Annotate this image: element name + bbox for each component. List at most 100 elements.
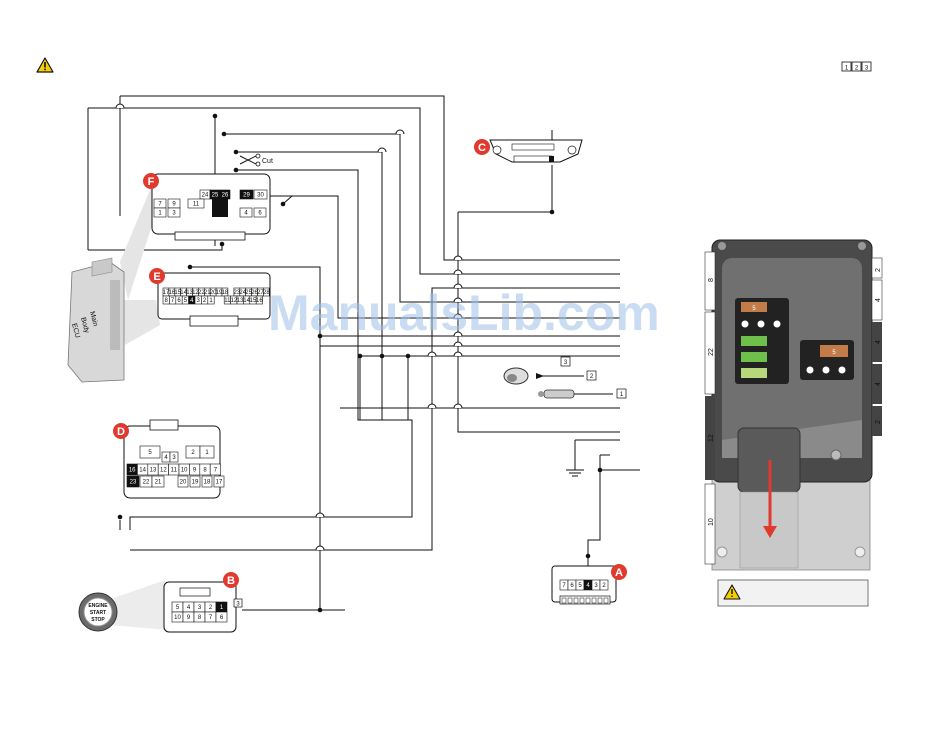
connector-e-top-pin-28-cell: [263, 287, 270, 297]
right-number-3: 4: [875, 340, 882, 344]
right-number-5: 2: [875, 420, 882, 424]
connector-e-bottom-pin-15: 15: [250, 298, 257, 304]
connector-d-pin-10: 10: [181, 468, 188, 474]
connector-a-slot: [603, 597, 609, 604]
watermark: ManualsLib.com: [268, 285, 660, 341]
connector-f-block: [212, 199, 228, 217]
warning-icon: [723, 584, 741, 600]
connector-a-pin-3: 3: [594, 583, 598, 589]
connector-d-pin-18: 18: [204, 480, 211, 486]
ecu-label-body: Body: [79, 317, 90, 335]
connector-d-pin-19-cell: [189, 475, 201, 488]
wires: [87, 95, 640, 611]
connector-f-badge: [143, 173, 159, 189]
connector-e-bottom-pin-16-cell: [255, 295, 263, 305]
relay-label-2: 5: [832, 350, 836, 356]
connector-a-letter: A: [615, 567, 623, 579]
connector-b-pin-7: 7: [209, 615, 213, 621]
connector-f-pin-3-cell: [167, 207, 181, 218]
connector-d-pin-23: 23: [130, 480, 137, 486]
connector-f-pin-29: 29: [243, 193, 250, 199]
connector-e-top-pin-20: 20: [210, 290, 217, 296]
button-line-1: ENGINE: [88, 603, 108, 609]
connector-a-pin-5: 5: [578, 583, 582, 589]
connector-d-pin-1-cell: [199, 445, 215, 459]
connector-a-slot: [573, 597, 579, 604]
connector-a-pin-2: 2: [602, 583, 606, 589]
page-index-2: 2: [855, 66, 859, 72]
connector-f-pin-30-cell: [253, 189, 268, 200]
connector-b-badge: [223, 572, 239, 588]
connector-e-top-pin-25: 25: [245, 290, 252, 296]
connector-b-pin-1: 1: [220, 605, 224, 611]
ecu-label-main: Main: [88, 311, 99, 328]
connector-d-pin-19: 19: [192, 480, 199, 486]
connector-f-pin-6: 6: [258, 211, 262, 217]
connector-a-slot: [567, 597, 573, 604]
connector-d-pin-4: 4: [164, 455, 168, 461]
down-arrow-icon: [763, 526, 777, 538]
connector-f-pin-4: 4: [244, 211, 248, 217]
connector-b-letter: B: [227, 575, 235, 587]
connector-d-pin-5-cell: [139, 445, 161, 459]
connector-e-bottom-pin-14: 14: [243, 298, 250, 304]
connector-e-bottom-pin-6: 6: [177, 298, 181, 304]
connector-e-top-pin-21: 21: [204, 290, 211, 296]
connector-f-letter: F: [148, 176, 155, 188]
connector-d-pin-13: 13: [150, 468, 157, 474]
cut-label: Cut: [262, 158, 273, 165]
connector-d-pin-11: 11: [171, 468, 178, 474]
connector-e-top-pin-19: 19: [216, 290, 223, 296]
connector-d-pin-17: 17: [216, 480, 223, 486]
connector-b-pin-3: 3: [198, 605, 202, 611]
connector-e-top-pin-24: 24: [239, 290, 246, 296]
connector-d-pin-1: 1: [205, 450, 209, 456]
connector-d-pin-21: 21: [155, 480, 162, 486]
ecu-label-ecu: ECU: [70, 323, 81, 339]
connector-a-pin-4: 4: [586, 583, 590, 589]
connector-e-top-pin-17: 17: [163, 290, 170, 296]
connector-f-pin-29-cell: [239, 189, 254, 200]
connector-e-top-pin-18: 18: [222, 290, 229, 296]
side-number-4: 10: [708, 518, 715, 526]
connector-f-pin-1-cell: [153, 207, 167, 218]
page-index: 1 2 3: [841, 61, 872, 72]
relay-label-1: 5: [752, 306, 756, 312]
connector-e-top-pin-12: 12: [192, 290, 199, 296]
connector-d-pin-3-cell: [169, 451, 179, 463]
connector-e-bottom-pin-16: 16: [256, 298, 263, 304]
connector-e-top-pin-16: 16: [169, 290, 176, 296]
ref-1: 1: [620, 392, 624, 398]
connector-e-bottom-pin-4: 4: [190, 298, 194, 304]
connector-e-bottom-pin-5: 5: [184, 298, 188, 304]
connector-d-pin-20: 20: [180, 480, 187, 486]
button-line-2: START: [90, 610, 106, 616]
connector-d-pin-2: 2: [191, 450, 195, 456]
connector-e-badge: [149, 268, 165, 284]
connector-d-pin-16: 16: [129, 468, 136, 474]
connector-d-pin-3: 3: [172, 455, 176, 461]
connector-b-pin-6-cell: [215, 611, 228, 623]
connector-f-pin-1: 1: [158, 211, 162, 217]
connector-e-letter: E: [153, 271, 160, 283]
connector-d-pin-21-cell: [151, 475, 165, 488]
connector-e-bottom-pin-11: 11: [224, 298, 231, 304]
connector-b-pin-8: 8: [198, 615, 202, 621]
connector-e-top-pin-28: 28: [263, 290, 270, 296]
connector-f-pin-30: 30: [257, 193, 264, 199]
connector-f-pin-3: 3: [172, 211, 176, 217]
connector-e-bottom-pin-8: 8: [165, 298, 169, 304]
connector-e-top-pin-14: 14: [180, 290, 187, 296]
connector-e-top-pin-23: 23: [234, 290, 241, 296]
button-line-3: STOP: [91, 617, 105, 623]
connector-a-pin-6: 6: [570, 583, 574, 589]
connector-c-letter: C: [478, 142, 486, 154]
connector-e-top-pin-27: 27: [257, 290, 264, 296]
connector-a-slot: [579, 597, 585, 604]
connector-a-slot: [597, 597, 603, 604]
right-number-1: 2: [875, 268, 882, 272]
